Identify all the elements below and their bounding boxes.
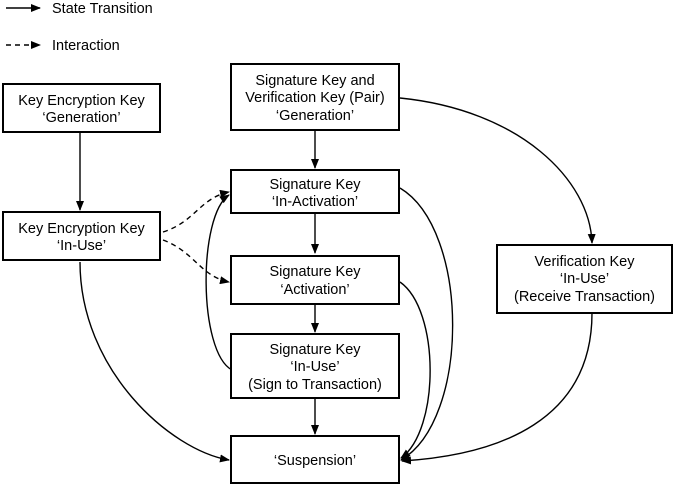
legend: State Transition Interaction [6, 1, 153, 54]
node-kek-generation: Key Encryption Key ‘Generation’ [2, 83, 161, 133]
node-verification-in-use: Verification Key ‘In-Use’ (Receive Trans… [496, 244, 673, 314]
node-text: (Sign to Transaction) [248, 377, 382, 393]
node-text: Signature Key and [255, 73, 374, 89]
node-text: Key Encryption Key [18, 221, 145, 237]
node-text: Signature Key [269, 342, 361, 358]
node-sig-pair-generation: Signature Key and Verification Key (Pair… [230, 63, 400, 131]
edge-verification-to-suspension [401, 312, 593, 465]
node-text: ‘In-Use’ [290, 359, 339, 375]
node-text: Key Encryption Key [18, 93, 145, 109]
edge-activation-to-suspension [399, 281, 431, 459]
node-kek-in-use: Key Encryption Key ‘In-Use’ [2, 211, 161, 261]
edges [76, 97, 596, 465]
node-text: Signature Key [269, 177, 361, 193]
node-text: ‘Activation’ [280, 282, 349, 298]
edge-kek-interaction-to-activation [162, 239, 230, 285]
legend-dashed-label: Interaction [52, 38, 120, 54]
node-text: ‘In-Use’ [560, 271, 609, 287]
edge-kek-inuse-to-suspension [79, 261, 230, 463]
node-text: ‘Suspension’ [274, 453, 356, 469]
legend-solid-label: State Transition [52, 1, 153, 17]
node-sig-in-use: Signature Key ‘In-Use’ (Sign to Transact… [230, 333, 400, 399]
node-text: ‘In-Use’ [57, 238, 106, 254]
node-suspension: ‘Suspension’ [230, 435, 400, 484]
node-text: Verification Key (Pair) [245, 90, 384, 106]
node-text: (Receive Transaction) [514, 289, 655, 305]
edge-inactivation-to-suspension [399, 187, 454, 461]
node-text: ‘Generation’ [276, 108, 354, 124]
node-text: ‘In-Activation’ [272, 194, 358, 210]
edge-pair-to-verification [399, 97, 596, 244]
node-text: Signature Key [269, 264, 361, 280]
node-text: ‘Generation’ [42, 110, 120, 126]
node-text: Verification Key [535, 254, 636, 270]
edge-inuse-to-inactivation [205, 194, 233, 371]
edge-kek-interaction-to-inactivation [162, 189, 230, 233]
node-sig-activation: Signature Key ‘Activation’ [230, 255, 400, 305]
node-sig-in-activation: Signature Key ‘In-Activation’ [230, 169, 400, 214]
